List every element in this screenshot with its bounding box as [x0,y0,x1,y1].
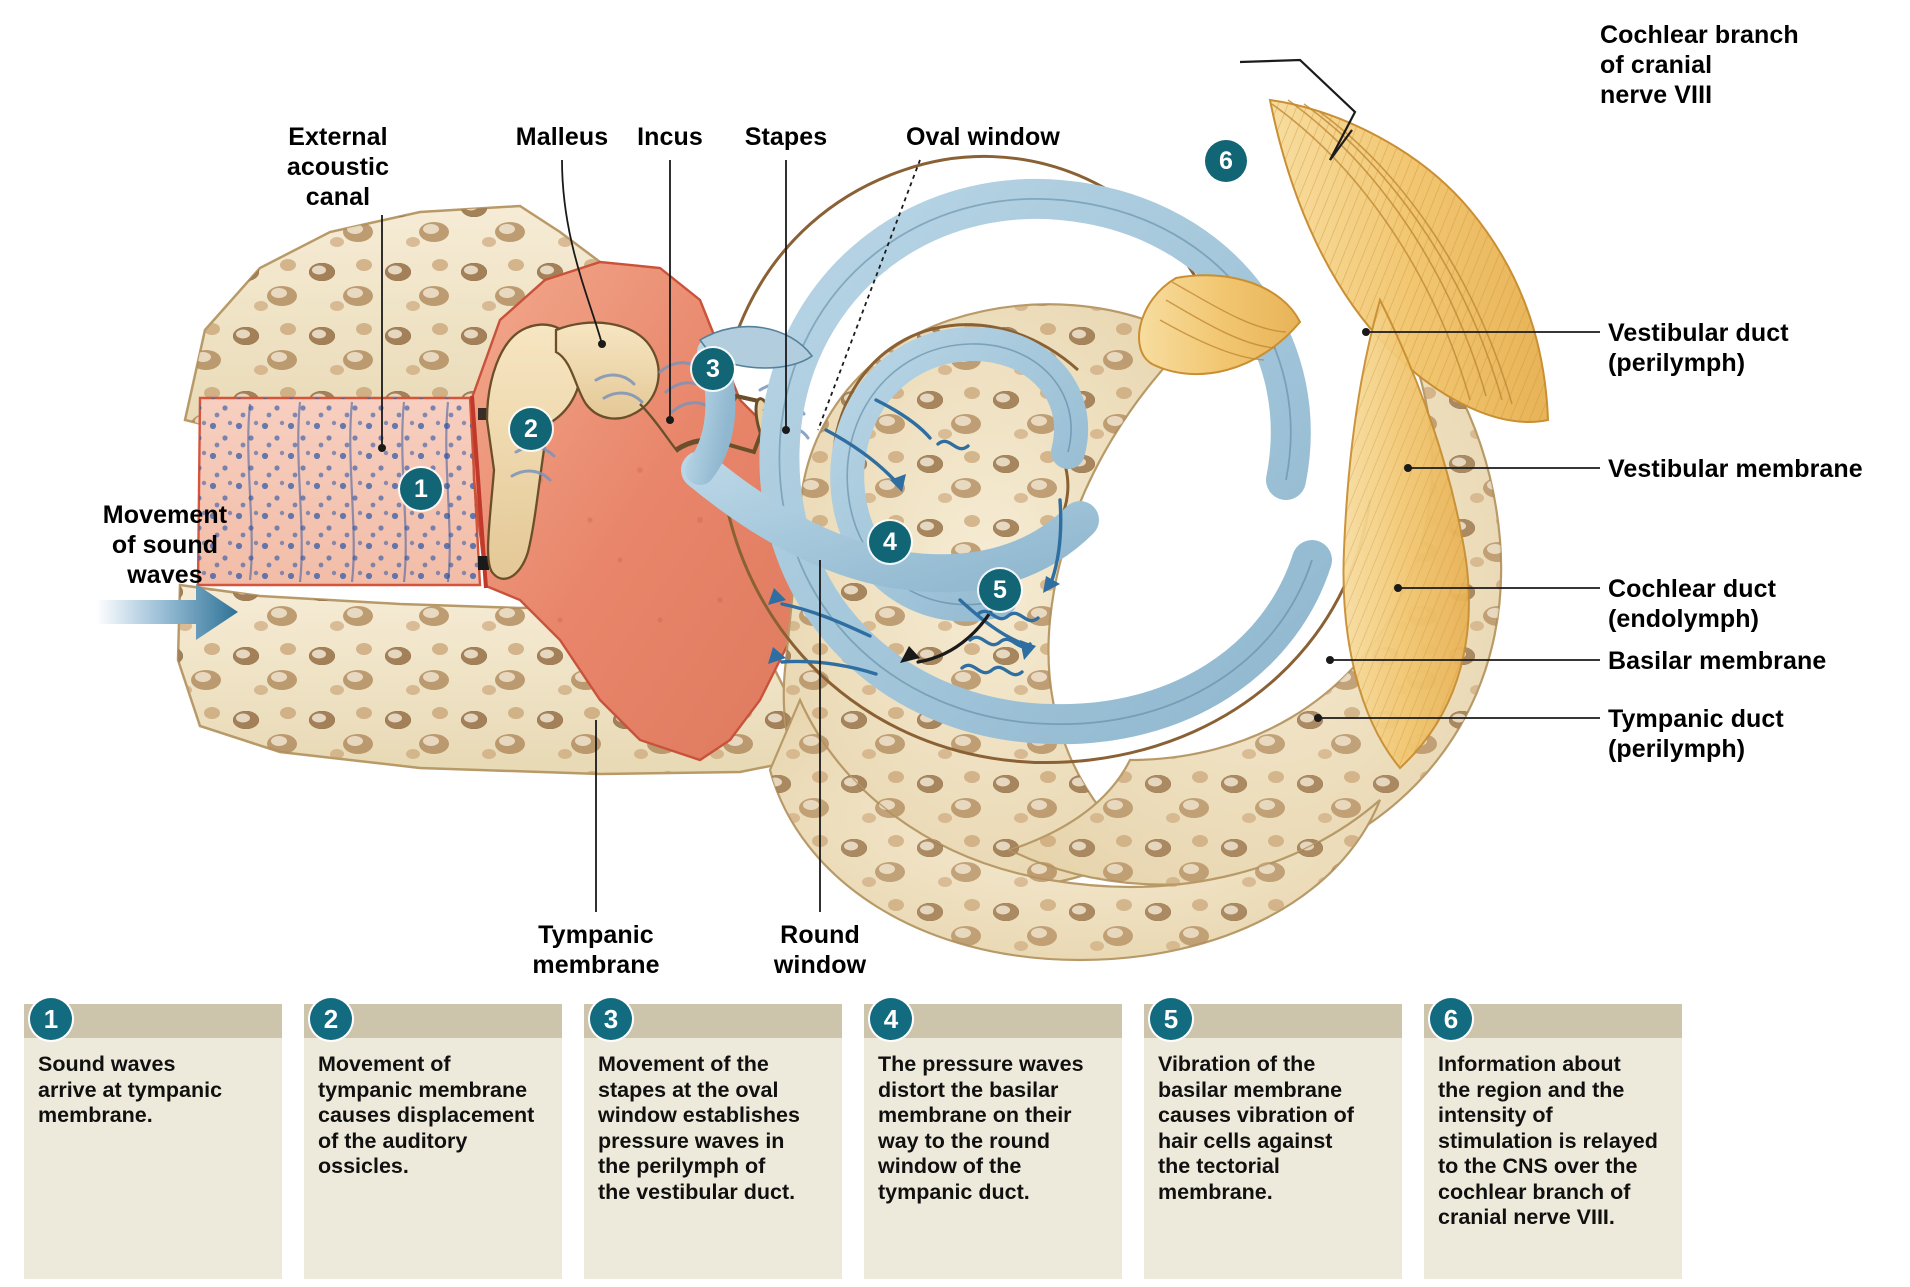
caption-text-3: Movement of the stapes at the oval windo… [598,1052,800,1204]
label-cochlear-duct: Cochlear duct (endolymph) [1608,575,1776,633]
pressure-wave-arrows [768,398,1063,677]
caption-number-1: 1 [30,998,72,1040]
label-external-acoustic-canal: External acoustic canal [286,123,390,211]
figure-marker-1[interactable]: 1 [400,468,442,510]
tympanic-membrane [470,395,489,589]
nerve-bracket [1239,58,1357,161]
label-cochlear-branch-cn8: Cochlear branch of cranial nerve VIII [1600,21,1799,109]
caption-text-5: Vibration of the basilar membrane causes… [1158,1052,1354,1204]
label-incus: Incus [637,123,703,151]
step-caption-4: 4 The pressure waves distort the basilar… [864,998,1122,1279]
step-caption-5: 5 Vibration of the basilar membrane caus… [1144,998,1402,1279]
label-basilar-membrane: Basilar membrane [1608,647,1827,675]
label-vestibular-membrane: Vestibular membrane [1608,455,1863,483]
step-caption-1: 1 Sound waves arrive at tympanic membran… [24,998,282,1279]
cochlear-duct-spiral [681,179,1332,745]
label-oval-window: Oval window [906,123,1060,151]
caption-number-6: 6 [1430,998,1472,1040]
label-vestibular-duct: Vestibular duct (perilymph) [1608,319,1789,377]
caption-number-3: 3 [590,998,632,1040]
caption-text-2: Movement of tympanic membrane causes dis… [318,1052,535,1178]
sound-wave-arrow [96,584,238,640]
figure-marker-2[interactable]: 2 [510,408,552,450]
caption-number-2: 2 [310,998,352,1040]
caption-number-4: 4 [870,998,912,1040]
label-round-window: Round window [773,921,867,979]
external-acoustic-canal [196,396,482,587]
step-caption-6: 6 Information about the region and the i… [1424,998,1682,1279]
figure-marker-4[interactable]: 4 [869,521,911,563]
step-caption-strip: 1 Sound waves arrive at tympanic membran… [24,998,1892,1279]
label-tympanic-membrane: Tympanic membrane [532,921,660,979]
caption-text-4: The pressure waves distort the basilar m… [878,1052,1084,1204]
label-movement-of-sound-waves: Movement of sound waves [102,501,228,589]
step-caption-3: 3 Movement of the stapes at the oval win… [584,998,842,1279]
label-malleus: Malleus [515,123,609,151]
caption-text-6: Information about the region and the int… [1438,1052,1658,1229]
figure-marker-3[interactable]: 3 [692,348,734,390]
figure-marker-6[interactable]: 6 [1205,140,1247,182]
figure-marker-5[interactable]: 5 [979,569,1021,611]
caption-text-1: Sound waves arrive at tympanic membrane. [38,1052,223,1127]
label-stapes: Stapes [744,123,828,151]
leader-lines [378,159,1600,912]
caption-number-5: 5 [1150,998,1192,1040]
label-tympanic-duct: Tympanic duct (perilymph) [1608,705,1784,763]
step-caption-2: 2 Movement of tympanic membrane causes d… [304,998,562,1279]
cochlear-nerve-fan [1138,98,1550,770]
